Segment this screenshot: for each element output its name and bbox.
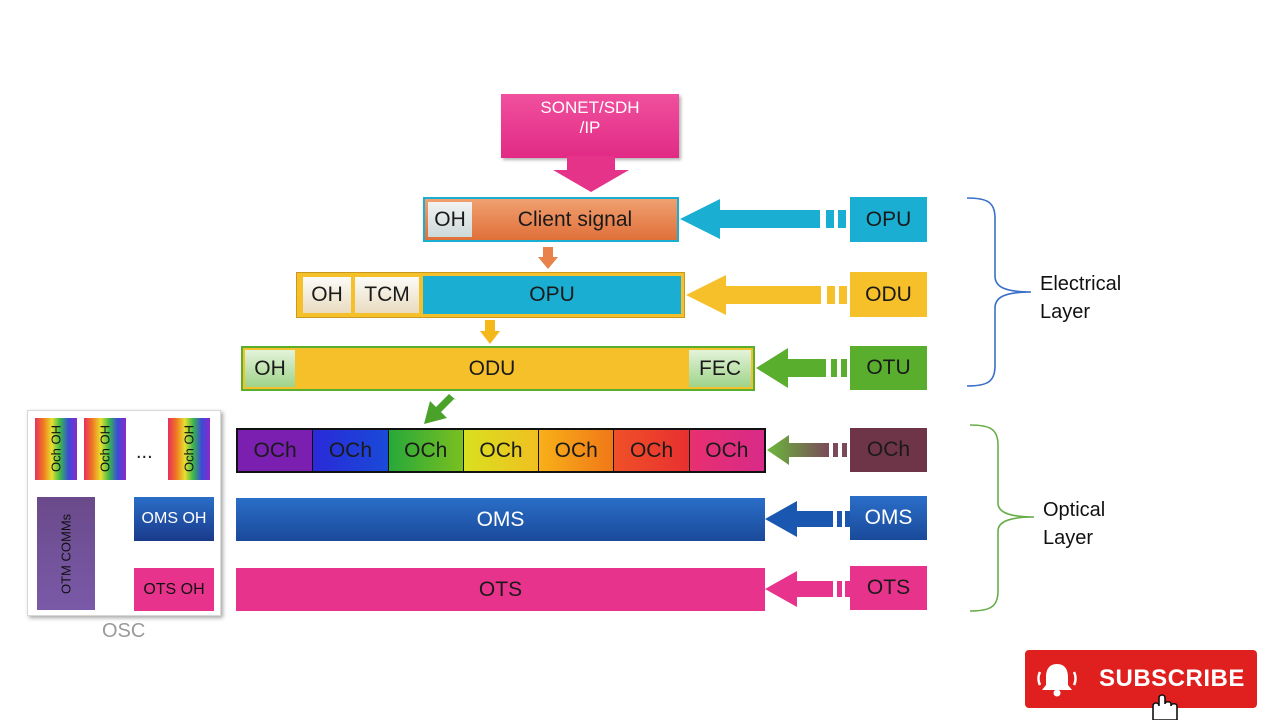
client-to-opu-arrow xyxy=(538,247,558,269)
och-oh-strip: Och OH xyxy=(168,418,210,480)
och-oh-strip: Och OH xyxy=(35,418,77,480)
osc-panel: Och OH Och OH ... Och OH OTM COMMs OMS O… xyxy=(27,410,221,616)
odu-to-och-arrow xyxy=(424,394,456,424)
opu-main-cell: OPU xyxy=(423,276,681,314)
optical-label-line1: Optical xyxy=(1043,499,1106,521)
subscribe-label: SUBSCRIBE xyxy=(1099,665,1245,692)
client-oh-cell: OH xyxy=(428,202,472,237)
sonet-down-arrow xyxy=(553,156,629,192)
odu-row: OH ODU FEC xyxy=(241,346,755,391)
och-cell: OCh xyxy=(463,430,540,471)
optical-label-line2: Layer xyxy=(1043,527,1094,549)
osc-ellipsis: ... xyxy=(136,441,153,463)
optical-layer-bracket xyxy=(969,424,1035,612)
odu-oh-cell: OH xyxy=(245,350,295,387)
opu-to-odu-arrow xyxy=(480,320,500,344)
och-left-arrow xyxy=(767,435,847,465)
otu-left-arrow xyxy=(756,348,847,388)
ots-side-box: OTS xyxy=(850,566,927,610)
och-side-box: OCh xyxy=(850,428,927,472)
electrical-layer-label: Electrical Layer xyxy=(1040,270,1121,326)
otm-comms-block: OTM COMMs xyxy=(37,497,95,610)
oms-side-box: OMS xyxy=(850,496,927,540)
sonet-sdh-ip-box: SONET/SDH /IP xyxy=(501,94,679,158)
och-cell: OCh xyxy=(689,430,764,471)
bell-icon xyxy=(1037,664,1077,697)
och-cell: OCh xyxy=(388,430,464,471)
ots-oh-block: OTS OH xyxy=(134,568,214,611)
otu-side-box: OTU xyxy=(850,346,927,390)
oms-bar: OMS xyxy=(236,498,765,541)
och-row: OCh OCh OCh OCh OCh OCh OCh xyxy=(236,428,766,473)
och-cell: OCh xyxy=(238,430,314,471)
subscribe-button[interactable]: SUBSCRIBE xyxy=(1025,650,1257,708)
electrical-label-line1: Electrical xyxy=(1040,273,1122,295)
ip-label: /IP xyxy=(579,118,601,137)
hand-cursor-icon xyxy=(1152,694,1178,720)
och-cell: OCh xyxy=(539,430,615,471)
tcm-cell: TCM xyxy=(355,277,419,313)
osc-caption: OSC xyxy=(102,620,146,642)
odu-main-label: ODU xyxy=(468,356,516,380)
electrical-layer-bracket xyxy=(966,197,1032,387)
och-cell: OCh xyxy=(614,430,690,471)
odu-side-box: ODU xyxy=(850,272,927,317)
och-oh-strip: Och OH xyxy=(84,418,126,480)
oms-left-arrow xyxy=(765,501,850,537)
odu-left-arrow xyxy=(686,275,847,315)
ots-bar: OTS xyxy=(236,568,765,611)
opu-left-arrow xyxy=(680,199,846,239)
client-signal-label: Client signal xyxy=(517,207,633,231)
fec-cell: FEC xyxy=(689,350,751,387)
optical-layer-label: Optical Layer xyxy=(1043,496,1105,552)
opu-row: OH TCM OPU xyxy=(296,272,685,318)
client-signal-row: OH Client signal xyxy=(423,197,679,242)
electrical-label-line2: Layer xyxy=(1040,301,1091,323)
ots-left-arrow xyxy=(765,571,850,607)
opu-oh-cell: OH xyxy=(303,277,351,313)
och-cell: OCh xyxy=(313,430,389,471)
oms-oh-block: OMS OH xyxy=(134,497,214,541)
sonet-sdh-label: SONET/SDH xyxy=(540,98,640,117)
opu-side-box: OPU xyxy=(850,197,927,242)
